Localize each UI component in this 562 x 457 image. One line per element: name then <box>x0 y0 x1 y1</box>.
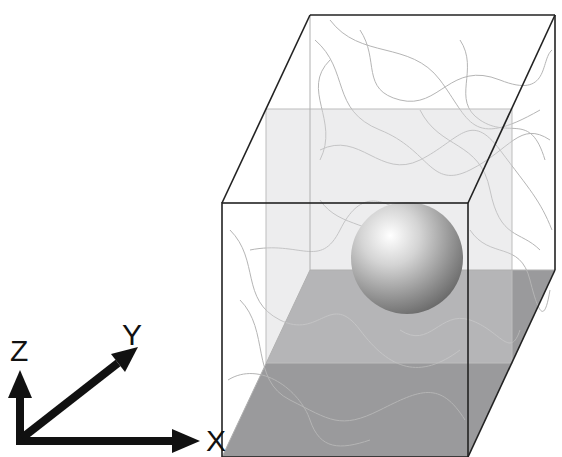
axes <box>8 347 200 453</box>
axis-label: Y <box>122 320 142 350</box>
mid-plane <box>266 109 512 363</box>
cube-edges <box>222 15 555 457</box>
axis-label: X <box>206 426 226 456</box>
axis-label: Z <box>10 336 28 366</box>
hidden-edges <box>222 15 555 457</box>
sphere <box>351 202 463 314</box>
